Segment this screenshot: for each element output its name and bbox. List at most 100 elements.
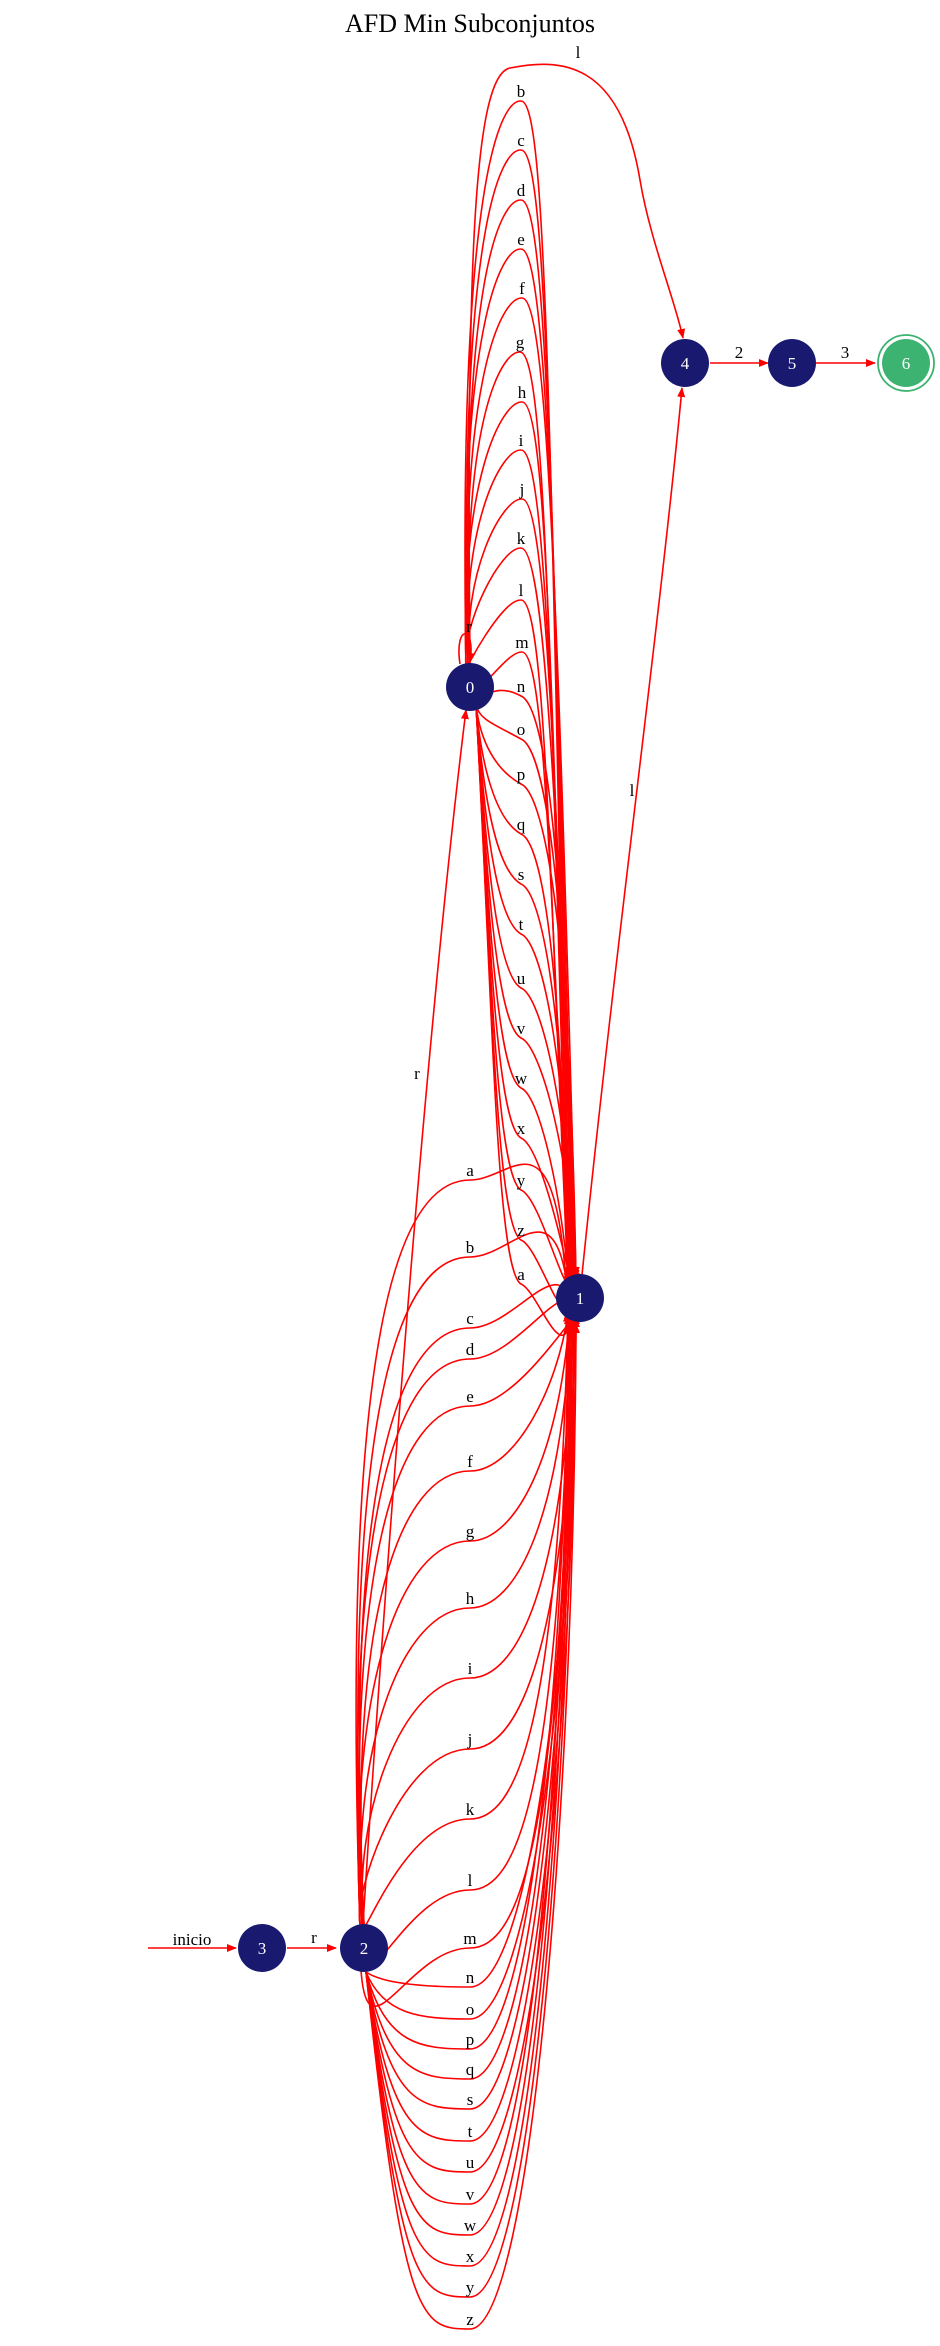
label-q0-q1: k [517,529,526,548]
edge-q2-q1 [357,1309,574,1925]
state-1-label: 1 [576,1289,585,1308]
label-q0-q1: m [515,633,528,652]
state-2-circle [340,1924,388,1972]
edge-q2-q1 [365,1323,572,2205]
label-q2-q1: b [466,1238,475,1257]
label-q0-q1: x [517,1119,526,1138]
label-q0-q1: i [519,431,524,450]
label-q0-q1: a [517,1265,525,1284]
edge-q2-q1 [360,1312,571,1925]
states: 0 1 2 3 4 5 6 [238,334,935,1972]
edge-q2-q1 [357,1231,574,1925]
state-3: 3 [238,1924,286,1972]
state-1: 1 [556,1274,604,1322]
label-q0-q1: l [519,581,524,600]
edge-q2-q1 [360,1309,572,1933]
start-label: inicio [173,1930,212,1949]
label-q0-q1: h [518,383,527,402]
edges-q0-q1 [464,100,580,1336]
state-0-label: 0 [466,678,475,697]
edge-q2-q1 [365,1320,574,2236]
label-q0-q1: u [517,969,526,988]
label-q0-q4: l [576,43,581,62]
label-q0-q1: s [518,865,525,884]
edge-q2-q1 [365,1317,576,2267]
label-q2-q1: s [467,2090,474,2109]
label-q2-q1: z [466,2310,474,2329]
label-q2-q1: e [466,1387,474,1406]
label-q2-q1: n [466,1968,475,1987]
state-6-circle [882,339,930,387]
label-q2-q1: x [466,2247,475,2266]
edge-q0-q1 [466,297,580,1277]
label-q0-self: r [466,617,472,636]
state-4-circle [661,339,709,387]
label-q0-q1: c [517,131,525,150]
state-3-label: 3 [258,1939,267,1958]
label-q0-q1: z [517,1221,525,1240]
state-0-circle [446,663,494,711]
edge-q0-q1 [475,704,574,1277]
label-q2-q1: g [466,1522,475,1541]
label-q2-q1: f [467,1452,473,1471]
label-q0-q1: t [519,915,524,934]
label-q2-q1: m [463,1929,476,1948]
label-q0-q1: d [517,181,526,200]
label-q0-q1: o [517,720,526,739]
edge-q0-q1 [475,704,580,1283]
state-4: 4 [661,339,709,387]
state-5-circle [768,339,816,387]
label-q3-q2: r [311,1928,317,1947]
label-q2-q1: c [466,1309,474,1328]
label-q2-q1: k [466,1800,475,1819]
edge-q0-q1 [464,100,572,1277]
state-2-label: 2 [360,1939,369,1958]
label-q2-q0: r [414,1064,420,1083]
edge-q2-q1 [365,1323,580,2330]
edge-q2-q1 [361,1315,578,1925]
label-q2-q1: w [464,2216,477,2235]
state-5-label: 5 [788,354,797,373]
state-6-outer-ring [877,334,935,392]
label-q2-q1: v [466,2185,475,2204]
label-q0-q1: f [519,279,525,298]
label-q2-q1: i [468,1659,473,1678]
edge-q2-q1 [365,1314,578,2298]
transition-edges [148,63,876,2330]
state-0: 0 [446,663,494,711]
edge-q2-q1 [358,1315,577,1925]
edge-q2-q0 [362,709,469,1925]
label-q0-q1: w [515,1069,528,1088]
label-q0-q1: e [517,230,525,249]
label-q0-q1: p [517,765,526,784]
label-q2-q1: l [468,1871,473,1890]
label-q2-q1: u [466,2153,475,2172]
label-q2-q1: y [466,2278,475,2297]
transition-labels: inicio r r r l l 2 3 bcdefghijklmnopqstu… [173,43,850,2329]
state-6-label: 6 [902,354,911,373]
label-q2-q1: o [466,2000,475,2019]
label-q1-q4: l [630,781,635,800]
state-1-circle [556,1274,604,1322]
edge-q1-q4 [581,387,686,1276]
label-q0-q1: j [519,480,525,499]
edges-q2-q1 [355,1163,580,2330]
state-3-circle [238,1924,286,1972]
label-q2-q1: j [467,1730,473,1749]
edge-q2-q1 [356,1297,576,1925]
edge-q0-q4 [468,63,686,663]
label-q0-q1: n [517,677,526,696]
edge-q2-q1 [359,1306,576,1925]
label-q2-q1: q [466,2060,475,2079]
label-q2-q1: t [468,2122,473,2141]
label-q2-q1: a [466,1161,474,1180]
state-4-label: 4 [681,354,690,373]
label-q0-q1: v [517,1019,526,1038]
edge-q2-q1 [365,1314,572,2050]
label-q0-q1: g [516,333,525,352]
label-q5-q6: 3 [841,343,850,362]
edge-q0-q1 [465,149,574,1280]
